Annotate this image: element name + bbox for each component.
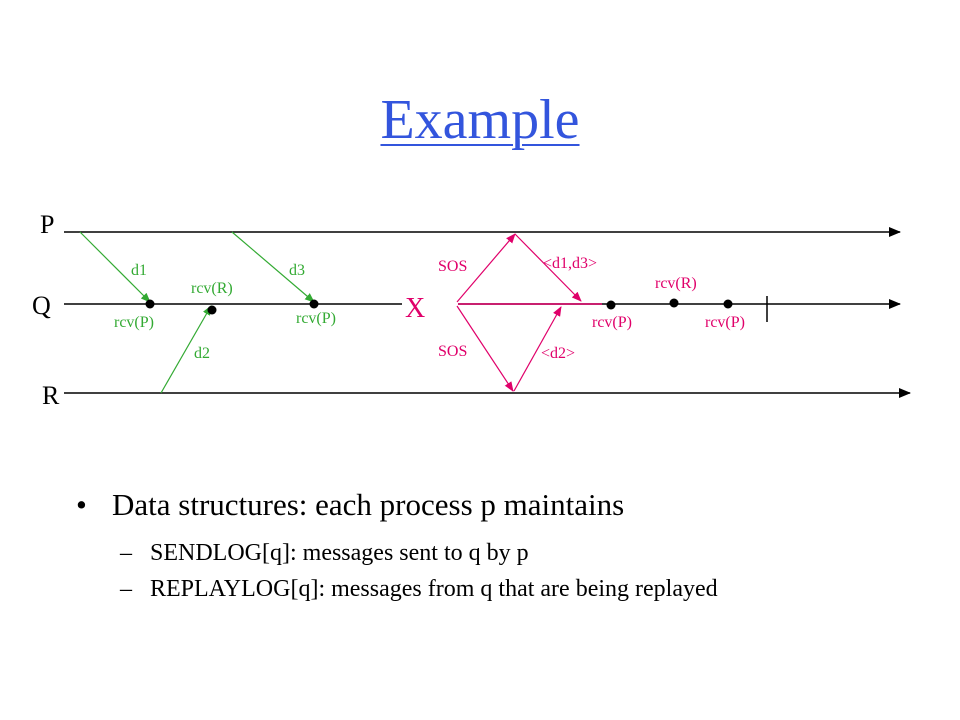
process-label-r: R — [42, 381, 60, 410]
bullet-list: • Data structures: each process p mainta… — [76, 486, 916, 604]
bullet-marker: • — [76, 487, 87, 522]
message-arrow-d3 — [231, 231, 315, 303]
label-rcv-r: rcv(R) — [655, 275, 697, 292]
label-rcv-p: rcv(P) — [114, 314, 154, 331]
process-label-p: P — [40, 210, 54, 239]
sos-arrow-to-r — [456, 305, 514, 392]
message-arrow-d1 — [79, 231, 151, 303]
receive-event-dot — [606, 300, 616, 310]
bullet-item: • Data structures: each process p mainta… — [76, 486, 916, 524]
bullet-text: Data structures: each process p maintain… — [112, 487, 625, 522]
sub-bullet-marker: – — [120, 576, 132, 602]
label-sos: SOS — [438, 343, 467, 360]
label-replay-from-r: <d2> — [541, 345, 575, 362]
slide-title: Example — [380, 89, 580, 151]
label-d3: d3 — [289, 262, 305, 279]
receive-event-dot — [145, 299, 155, 309]
process-label-q: Q — [32, 291, 51, 320]
sub-bullet-text: SENDLOG[q]: messages sent to q by p — [150, 540, 529, 566]
label-sos: SOS — [438, 258, 467, 275]
label-rcv-p: rcv(P) — [296, 310, 336, 327]
sub-bullet-item: – SENDLOG[q]: messages sent to q by p — [120, 538, 916, 568]
label-rcv-p: rcv(P) — [705, 314, 745, 331]
crash-marker: X — [405, 293, 425, 324]
sub-bullet-marker: – — [120, 540, 132, 566]
sub-bullet-text: REPLAYLOG[q]: messages from q that are b… — [150, 576, 718, 602]
receive-event-dot — [309, 299, 319, 309]
label-rcv-p: rcv(P) — [592, 314, 632, 331]
replay-arrow-from-r — [513, 306, 562, 392]
replay-arrow-from-p — [514, 233, 582, 302]
receive-event-dot — [723, 299, 733, 309]
label-rcv-r: rcv(R) — [191, 280, 233, 297]
message-arrow-d2 — [160, 305, 212, 394]
label-d2: d2 — [194, 345, 210, 362]
label-d1: d1 — [131, 262, 147, 279]
label-replay-from-p: <d1,d3> — [543, 255, 597, 272]
sub-bullet-item: – REPLAYLOG[q]: messages from q that are… — [120, 574, 916, 604]
receive-event-dot — [207, 305, 217, 315]
receive-event-dot — [669, 298, 679, 308]
sos-arrow-to-p — [456, 233, 516, 303]
